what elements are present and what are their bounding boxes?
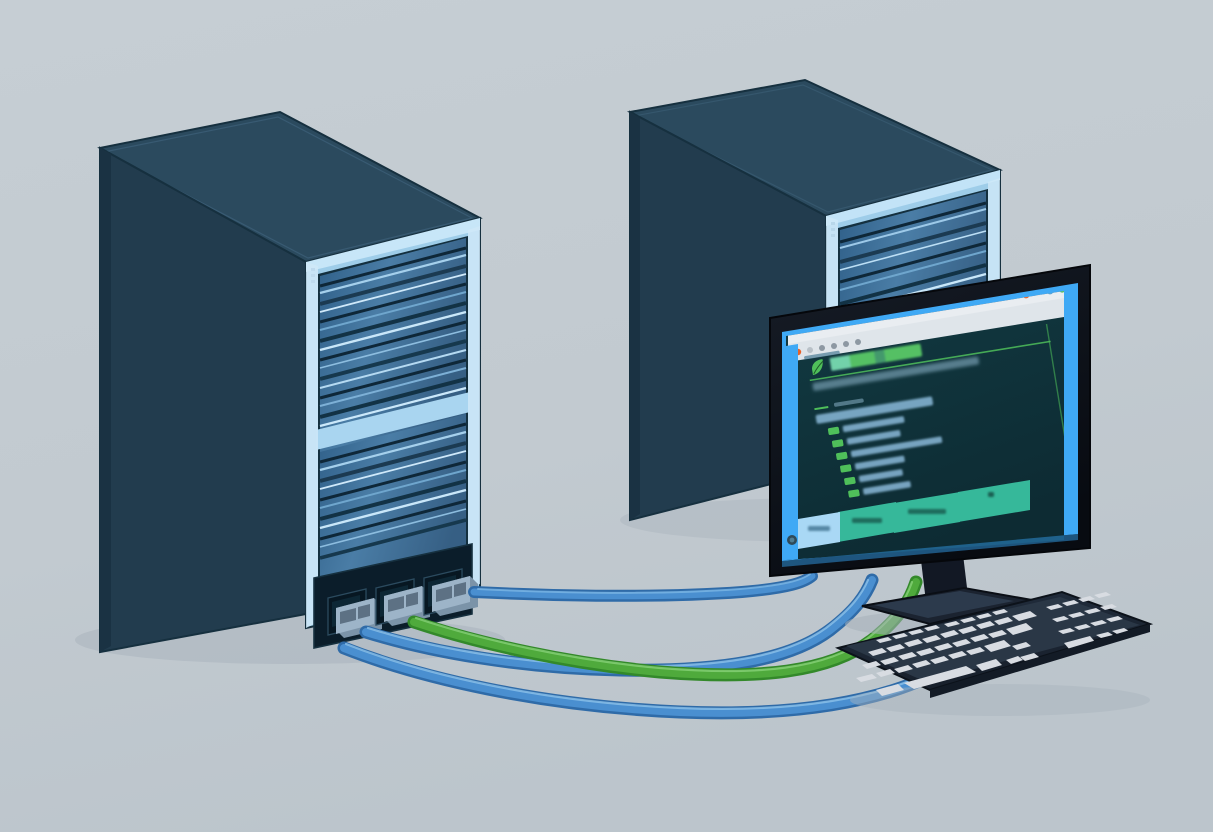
list-badge xyxy=(844,476,856,486)
list-text xyxy=(842,416,905,433)
server-tower-left xyxy=(75,110,505,664)
list-badge xyxy=(831,439,844,448)
lan-port-2 xyxy=(375,578,430,626)
list-badge xyxy=(840,464,852,473)
list-badge xyxy=(848,489,860,498)
list-item xyxy=(840,455,905,473)
keyboard xyxy=(834,590,1154,716)
list-item xyxy=(831,430,901,448)
section-title xyxy=(815,396,934,424)
page-subheading xyxy=(812,356,980,391)
heading-rule xyxy=(809,340,1051,382)
list-item xyxy=(827,416,905,436)
list-text xyxy=(850,436,943,458)
leaf-shield-icon xyxy=(812,359,824,375)
list-item xyxy=(836,436,943,461)
list-item xyxy=(848,481,911,498)
browser-tab-bar xyxy=(787,480,1030,549)
page-breadcrumb xyxy=(804,350,840,360)
list-text xyxy=(854,455,905,470)
section-kicker xyxy=(833,398,864,407)
list-text xyxy=(862,481,911,495)
cable-to-monitor-rear xyxy=(468,570,818,602)
list-badge xyxy=(836,451,848,461)
page-heading xyxy=(829,343,923,371)
tab-item-4 xyxy=(958,480,1030,522)
browser-toolbar xyxy=(788,297,1064,362)
list-badge xyxy=(827,426,840,436)
keyboard-keys xyxy=(856,592,1129,696)
list-item xyxy=(844,469,903,486)
sidebar-separator xyxy=(1045,323,1064,502)
section-kicker-rule xyxy=(814,405,829,411)
page-list xyxy=(827,416,943,498)
lan-port-3 xyxy=(423,568,478,616)
lan-port-1 xyxy=(327,588,382,638)
list-text xyxy=(858,469,903,483)
list-text xyxy=(846,430,901,445)
